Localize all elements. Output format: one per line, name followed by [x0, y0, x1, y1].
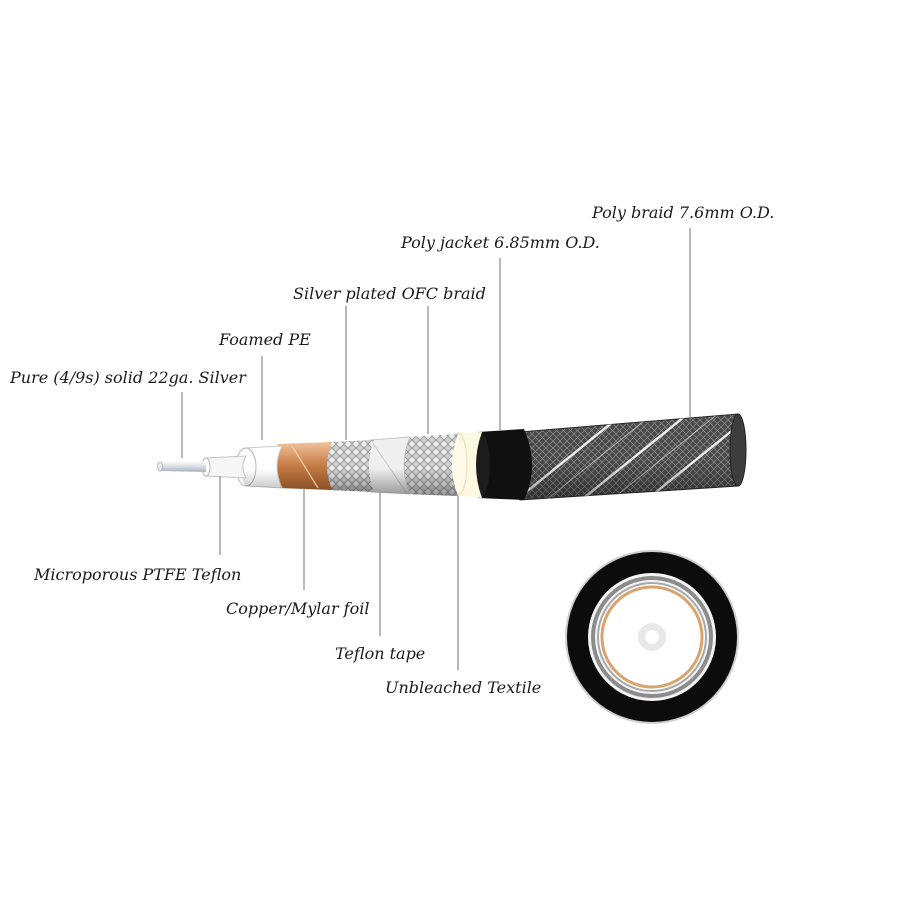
end-view-copper: [600, 585, 704, 689]
label-foamed-pe: Foamed PE: [218, 330, 311, 349]
poly-braid-end-cap: [729, 413, 747, 487]
copper-foil-layer: [273, 442, 332, 490]
label-ptfe: Microporous PTFE Teflon: [33, 565, 241, 584]
end-view-conductor: [645, 630, 659, 644]
labels: Pure (4/9s) solid 22ga. Silver Foamed PE…: [9, 203, 774, 697]
ptfe-layer: [204, 455, 247, 479]
silver-conductor: [160, 461, 206, 472]
cable-end-view: [565, 550, 739, 724]
label-poly-jacket: Poly jacket 6.85mm O.D.: [400, 233, 600, 252]
label-conductor: Pure (4/9s) solid 22ga. Silver: [9, 368, 247, 387]
label-textile: Unbleached Textile: [385, 678, 541, 697]
end-view-braid: [591, 576, 713, 698]
label-foil: Copper/Mylar foil: [226, 599, 369, 618]
label-ofc-braid: Silver plated OFC braid: [293, 284, 486, 303]
leader-lines: [181, 228, 691, 670]
label-poly-braid: Poly braid 7.6mm O.D.: [591, 203, 774, 222]
label-teflon-tape: Teflon tape: [335, 644, 425, 663]
cable-side-view: [157, 413, 747, 501]
